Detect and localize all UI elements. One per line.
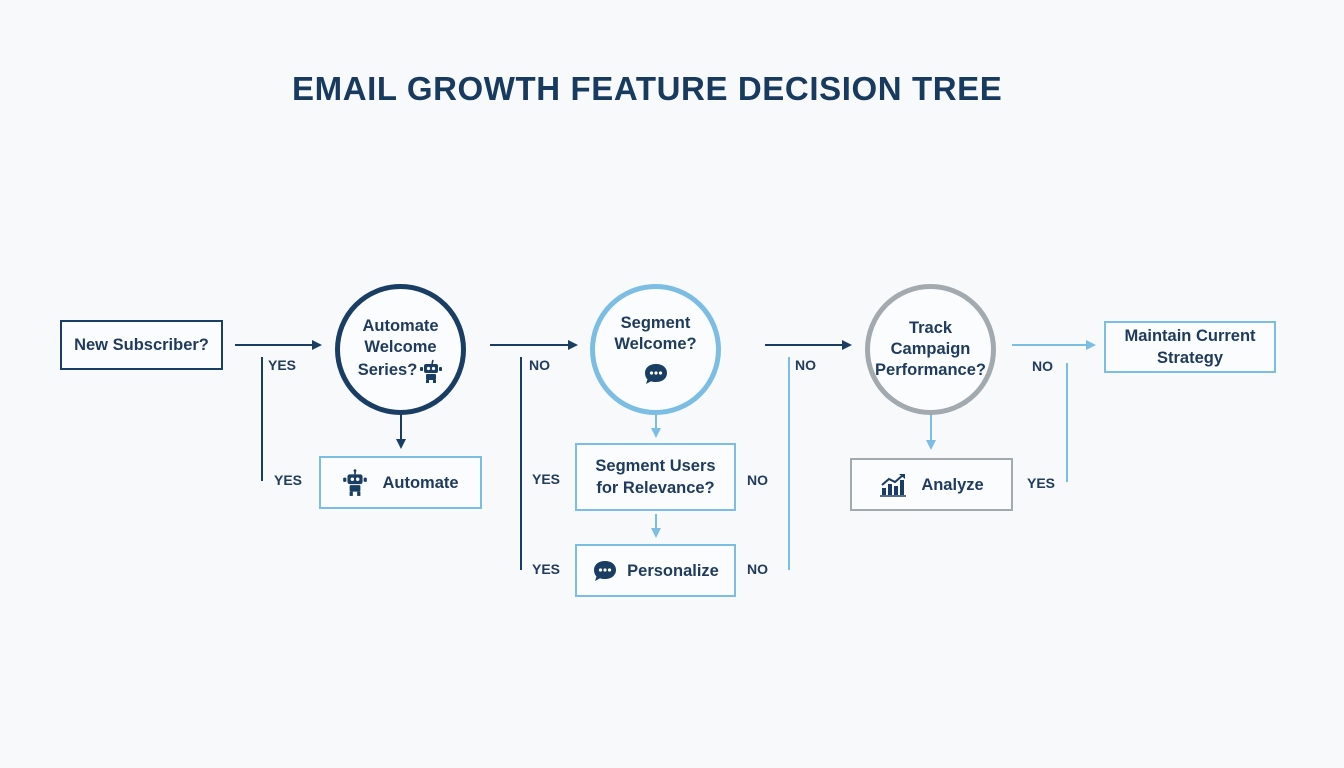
edge-label-yes: YES	[268, 357, 297, 373]
automate-welcome-line2: Welcome	[364, 337, 437, 356]
chat-bubble-icon	[643, 362, 669, 386]
track-campaign-line3: Performance?	[875, 361, 986, 379]
segment-users-line2: for Relevance?	[596, 479, 715, 497]
node-personalize[interactable]: Personalize	[575, 544, 736, 597]
edge-label-no: NO	[747, 561, 768, 577]
node-track-campaign-performance[interactable]: Track Campaign Performance?	[865, 284, 996, 415]
edge-label-no: NO	[747, 472, 768, 488]
node-analyze[interactable]: Analyze	[850, 458, 1013, 511]
robot-icon	[342, 468, 368, 497]
node-segment-welcome[interactable]: Segment Welcome?	[590, 284, 721, 415]
bar-chart-icon	[879, 473, 907, 497]
diagram-title: EMAIL GROWTH FEATURE DECISION TREE	[292, 70, 1003, 107]
node-new-subscriber-label: New Subscriber?	[74, 336, 209, 354]
node-personalize-label: Personalize	[627, 561, 719, 580]
node-automate-label: Automate	[382, 473, 459, 492]
segment-welcome-line2: Welcome?	[614, 335, 697, 353]
chat-bubble-icon	[592, 559, 618, 583]
automate-welcome-line1: Automate	[362, 316, 439, 335]
node-maintain-current-strategy[interactable]: Maintain Current Strategy	[1104, 321, 1276, 373]
node-new-subscriber[interactable]: New Subscriber?	[60, 320, 223, 370]
track-campaign-line1: Track	[908, 319, 953, 337]
edge-label-no: NO	[1032, 358, 1053, 374]
segment-users-line1: Segment Users	[595, 457, 716, 475]
maintain-strategy-line1: Maintain Current	[1124, 327, 1256, 345]
maintain-strategy-line2: Strategy	[1156, 349, 1224, 367]
segment-welcome-line1: Segment	[620, 314, 691, 332]
edge-label-yes: YES	[274, 472, 303, 488]
automate-welcome-line3: Series?	[357, 361, 418, 379]
edge-label-yes: YES	[532, 471, 561, 487]
edge-label-no: NO	[529, 357, 550, 373]
track-campaign-line2: Campaign	[890, 340, 971, 358]
edge-label-no: NO	[795, 357, 816, 373]
edge-label-yes: YES	[532, 561, 561, 577]
robot-icon	[419, 358, 443, 384]
node-automate[interactable]: Automate	[319, 456, 482, 509]
node-automate-welcome-series[interactable]: Automate Welcome Series?	[335, 284, 466, 415]
node-analyze-label: Analyze	[921, 475, 984, 494]
edge-label-yes: YES	[1027, 475, 1056, 491]
node-segment-users[interactable]: Segment Users for Relevance?	[575, 443, 736, 511]
